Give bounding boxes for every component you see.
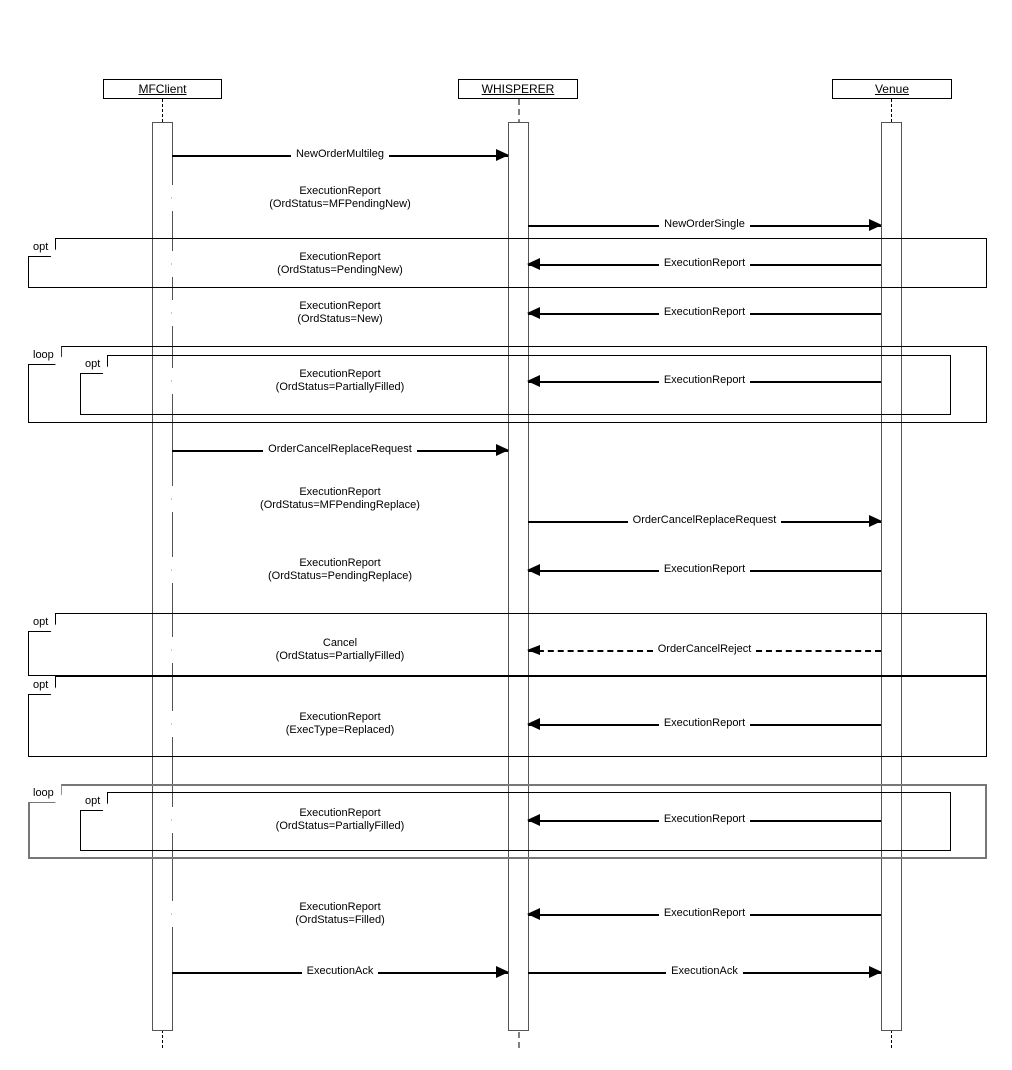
message-line xyxy=(172,198,508,200)
fragment-label-opt-2-nested: opt xyxy=(80,792,109,811)
message-line xyxy=(528,521,881,523)
message-line xyxy=(172,570,508,572)
message-line xyxy=(528,225,881,227)
arrowhead-right-icon xyxy=(869,515,882,527)
fragment-loop-1[interactable]: loop xyxy=(28,346,987,423)
message-line xyxy=(528,972,881,974)
participant-mfclient[interactable]: MFClient xyxy=(103,79,222,99)
arrowhead-left-icon xyxy=(171,493,184,505)
message-line xyxy=(528,381,881,383)
message-line xyxy=(528,724,881,726)
message-line xyxy=(528,264,881,266)
participant-label: MFClient xyxy=(138,82,187,96)
message-line xyxy=(172,724,508,726)
participant-label: Venue xyxy=(874,82,910,96)
arrowhead-left-icon xyxy=(171,564,184,576)
message-line xyxy=(172,499,508,501)
message-line xyxy=(172,972,508,974)
message-line xyxy=(172,914,508,916)
message-label-line1: ExecutionReport xyxy=(172,901,508,914)
arrowhead-right-icon xyxy=(869,219,882,231)
fragment-loop-2[interactable]: loop xyxy=(28,784,987,859)
arrowhead-right-icon xyxy=(496,149,509,161)
arrowhead-left-icon xyxy=(171,645,184,655)
message-line xyxy=(528,820,881,822)
participant-venue[interactable]: Venue xyxy=(832,79,952,99)
fragment-label-loop-2: loop xyxy=(28,784,62,803)
message-label-line1: ExecutionReport xyxy=(172,185,508,198)
arrowhead-left-icon xyxy=(527,814,540,826)
fragment-opt-1-nested[interactable]: opt xyxy=(80,355,951,415)
arrowhead-left-icon xyxy=(171,307,184,319)
arrowhead-left-icon xyxy=(527,645,540,655)
arrowhead-left-icon xyxy=(171,192,184,204)
arrowhead-left-icon xyxy=(527,908,540,920)
fragment-opt-2[interactable]: opt xyxy=(28,613,987,676)
arrowhead-left-icon xyxy=(171,814,184,826)
message-label-line1: ExecutionReport xyxy=(172,486,508,499)
message-label-line1: ExecutionReport xyxy=(172,557,508,570)
message-line xyxy=(172,313,508,315)
arrowhead-left-icon xyxy=(171,908,184,920)
arrowhead-right-icon xyxy=(496,966,509,978)
arrowhead-right-icon xyxy=(496,444,509,456)
message-label-line1: ExecutionReport xyxy=(172,300,508,313)
fragment-label-loop-1: loop xyxy=(28,346,62,365)
arrowhead-left-icon xyxy=(527,564,540,576)
fragment-label-opt-3: opt xyxy=(28,676,57,695)
arrowhead-left-icon xyxy=(527,307,540,319)
activation-bar-venue xyxy=(881,122,902,1031)
arrowhead-right-icon xyxy=(869,966,882,978)
message-line xyxy=(172,650,508,652)
fragment-opt-1[interactable]: opt xyxy=(28,238,987,288)
arrowhead-left-icon xyxy=(171,258,184,270)
message-line xyxy=(528,570,881,572)
activation-bar-whisperer xyxy=(508,122,529,1031)
arrowhead-left-icon xyxy=(171,718,184,730)
participant-label: WHISPERER xyxy=(481,82,555,96)
participant-whisperer[interactable]: WHISPERER xyxy=(458,79,578,99)
arrowhead-left-icon xyxy=(527,375,540,387)
message-line xyxy=(528,313,881,315)
fragment-label-opt-2: opt xyxy=(28,613,57,632)
message-line xyxy=(528,914,881,916)
arrowhead-left-icon xyxy=(171,375,184,387)
message-line xyxy=(172,381,508,383)
message-line xyxy=(172,155,508,157)
arrowhead-left-icon xyxy=(527,258,540,270)
message-line xyxy=(172,820,508,822)
fragment-opt-2-nested[interactable]: opt xyxy=(80,792,951,851)
fragment-opt-3[interactable]: opt xyxy=(28,676,987,757)
message-line xyxy=(172,264,508,266)
arrowhead-left-icon xyxy=(527,718,540,730)
fragment-label-opt-1-nested: opt xyxy=(80,355,109,374)
fragment-label-opt-1: opt xyxy=(28,238,57,257)
message-line xyxy=(528,650,881,652)
message-line xyxy=(172,450,508,452)
